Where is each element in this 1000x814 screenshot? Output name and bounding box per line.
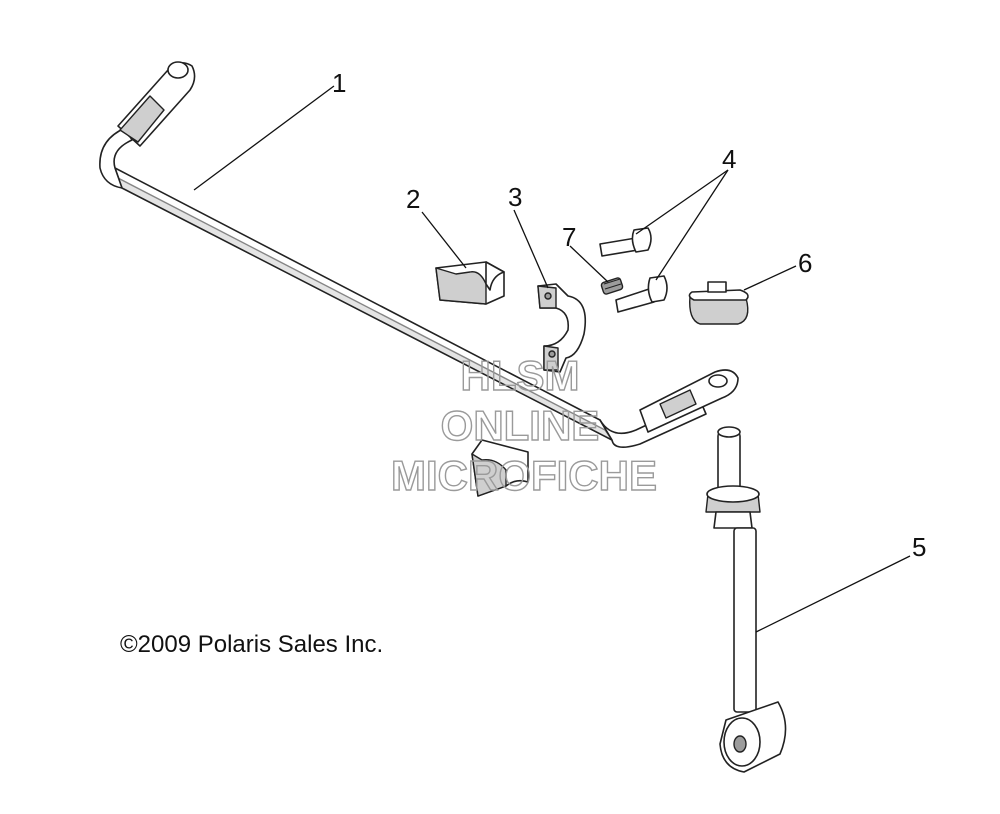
nut — [688, 281, 749, 325]
callout-5: 5 — [912, 532, 926, 562]
bracket — [537, 283, 587, 373]
stabilizer-link — [705, 426, 787, 773]
callout-6: 6 — [798, 248, 812, 278]
stabilizer-bar — [99, 61, 739, 448]
grease-fitting — [600, 277, 624, 295]
callout-7: 7 — [562, 222, 576, 252]
watermark-line-3: MICROFICHE — [391, 452, 657, 499]
bolt — [599, 227, 668, 313]
bushing-lower — [471, 439, 529, 497]
copyright-notice: ©2009 Polaris Sales Inc. — [120, 631, 384, 658]
callout-3: 3 — [508, 182, 522, 212]
callout-4: 4 — [722, 144, 736, 174]
bushing-upper — [435, 261, 505, 305]
watermark-line-2: ONLINE — [441, 402, 600, 449]
leader-lines — [193, 85, 911, 633]
callout-2: 2 — [406, 184, 420, 214]
callout-1: 1 — [332, 68, 346, 98]
watermark-line-1: HLSM — [461, 352, 580, 399]
watermark: HLSM ONLINE MICROFICHE — [390, 351, 657, 499]
